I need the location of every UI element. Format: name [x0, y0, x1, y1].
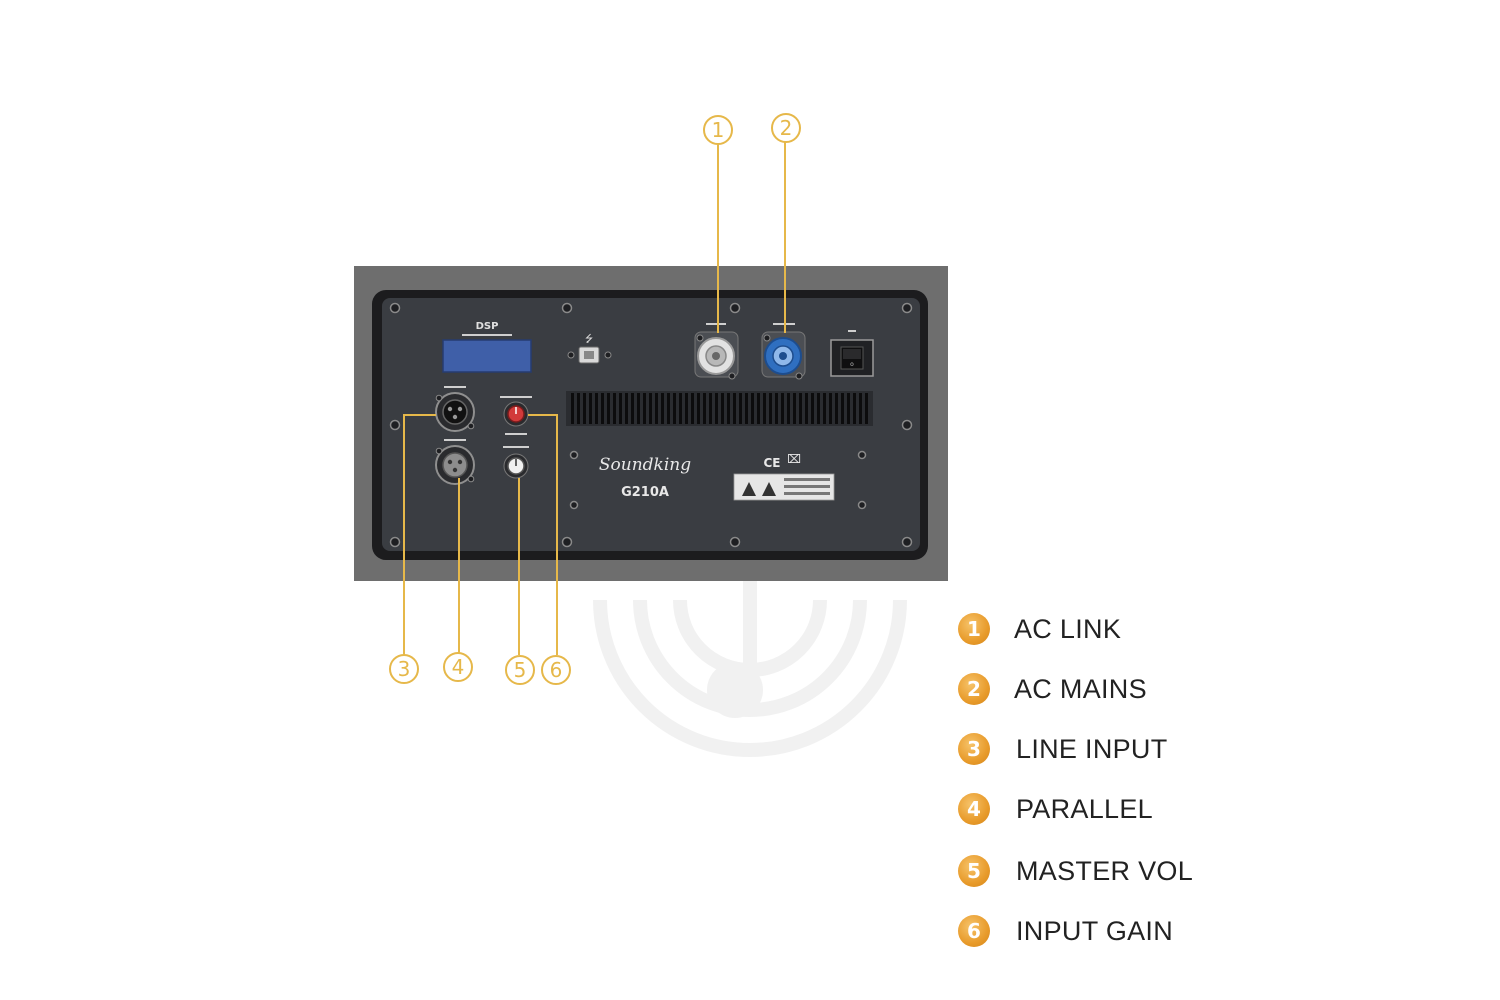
- dsp-title: DSP: [476, 321, 499, 332]
- callout-2: 2: [771, 113, 801, 143]
- ac-mains-connector[interactable]: [761, 331, 806, 380]
- legend-label: LINE INPUT: [1016, 733, 1168, 764]
- legend-label: MASTER VOL: [1016, 855, 1194, 886]
- input-gain-knob[interactable]: [503, 401, 529, 427]
- master-vol-knob[interactable]: [503, 453, 529, 479]
- legend-item-ac-mains: 2 AC MAINS: [958, 671, 1147, 707]
- ac-link-connector[interactable]: [694, 331, 739, 380]
- legend-badge: 3: [958, 733, 990, 765]
- legend-label: INPUT GAIN: [1016, 915, 1174, 946]
- legend-label: AC MAINS: [1014, 673, 1147, 704]
- usb-icon: ⭍: [585, 333, 593, 345]
- callout-1: 1: [703, 115, 733, 145]
- legend-badge: 6: [958, 915, 990, 947]
- svg-text:o: o: [850, 361, 854, 368]
- model-label: G210A: [621, 485, 669, 500]
- callout-6: 6: [541, 655, 571, 685]
- callout-4: 4: [443, 652, 473, 682]
- dsp-lcd-display: [442, 339, 532, 373]
- legend-badge: 2: [958, 673, 990, 705]
- ce-mark: CE: [763, 456, 780, 470]
- legend-item-line-input: 3 LINE INPUT: [958, 731, 1168, 767]
- legend-badge: 4: [958, 793, 990, 825]
- callout-leader-lines: [403, 142, 786, 655]
- brand-logo: Soundking: [599, 455, 691, 475]
- weee-icon: ⌧: [787, 452, 801, 466]
- legend-label: AC LINK: [1014, 613, 1122, 644]
- legend-label: PARALLEL: [1016, 793, 1153, 824]
- heatsink-vents: [566, 391, 873, 426]
- parallel-xlr-connector[interactable]: [435, 445, 475, 485]
- legend-item-ac-link: 1 AC LINK: [958, 611, 1121, 647]
- legend-badge: 1: [958, 613, 990, 645]
- line-input-xlr-connector[interactable]: [435, 392, 475, 432]
- legend-item-input-gain: 6 INPUT GAIN: [958, 913, 1173, 949]
- callout-3: 3: [389, 654, 419, 684]
- legend-item-master-vol: 5 MASTER VOL: [958, 853, 1193, 889]
- legend-item-parallel: 4 PARALLEL: [958, 791, 1153, 827]
- power-switch[interactable]: o: [830, 339, 874, 377]
- panel-screws: [389, 302, 913, 548]
- usb-port[interactable]: ⭍: [567, 333, 612, 364]
- warning-label-sticker: [733, 473, 835, 501]
- callout-5: 5: [505, 655, 535, 685]
- legend-badge: 5: [958, 855, 990, 887]
